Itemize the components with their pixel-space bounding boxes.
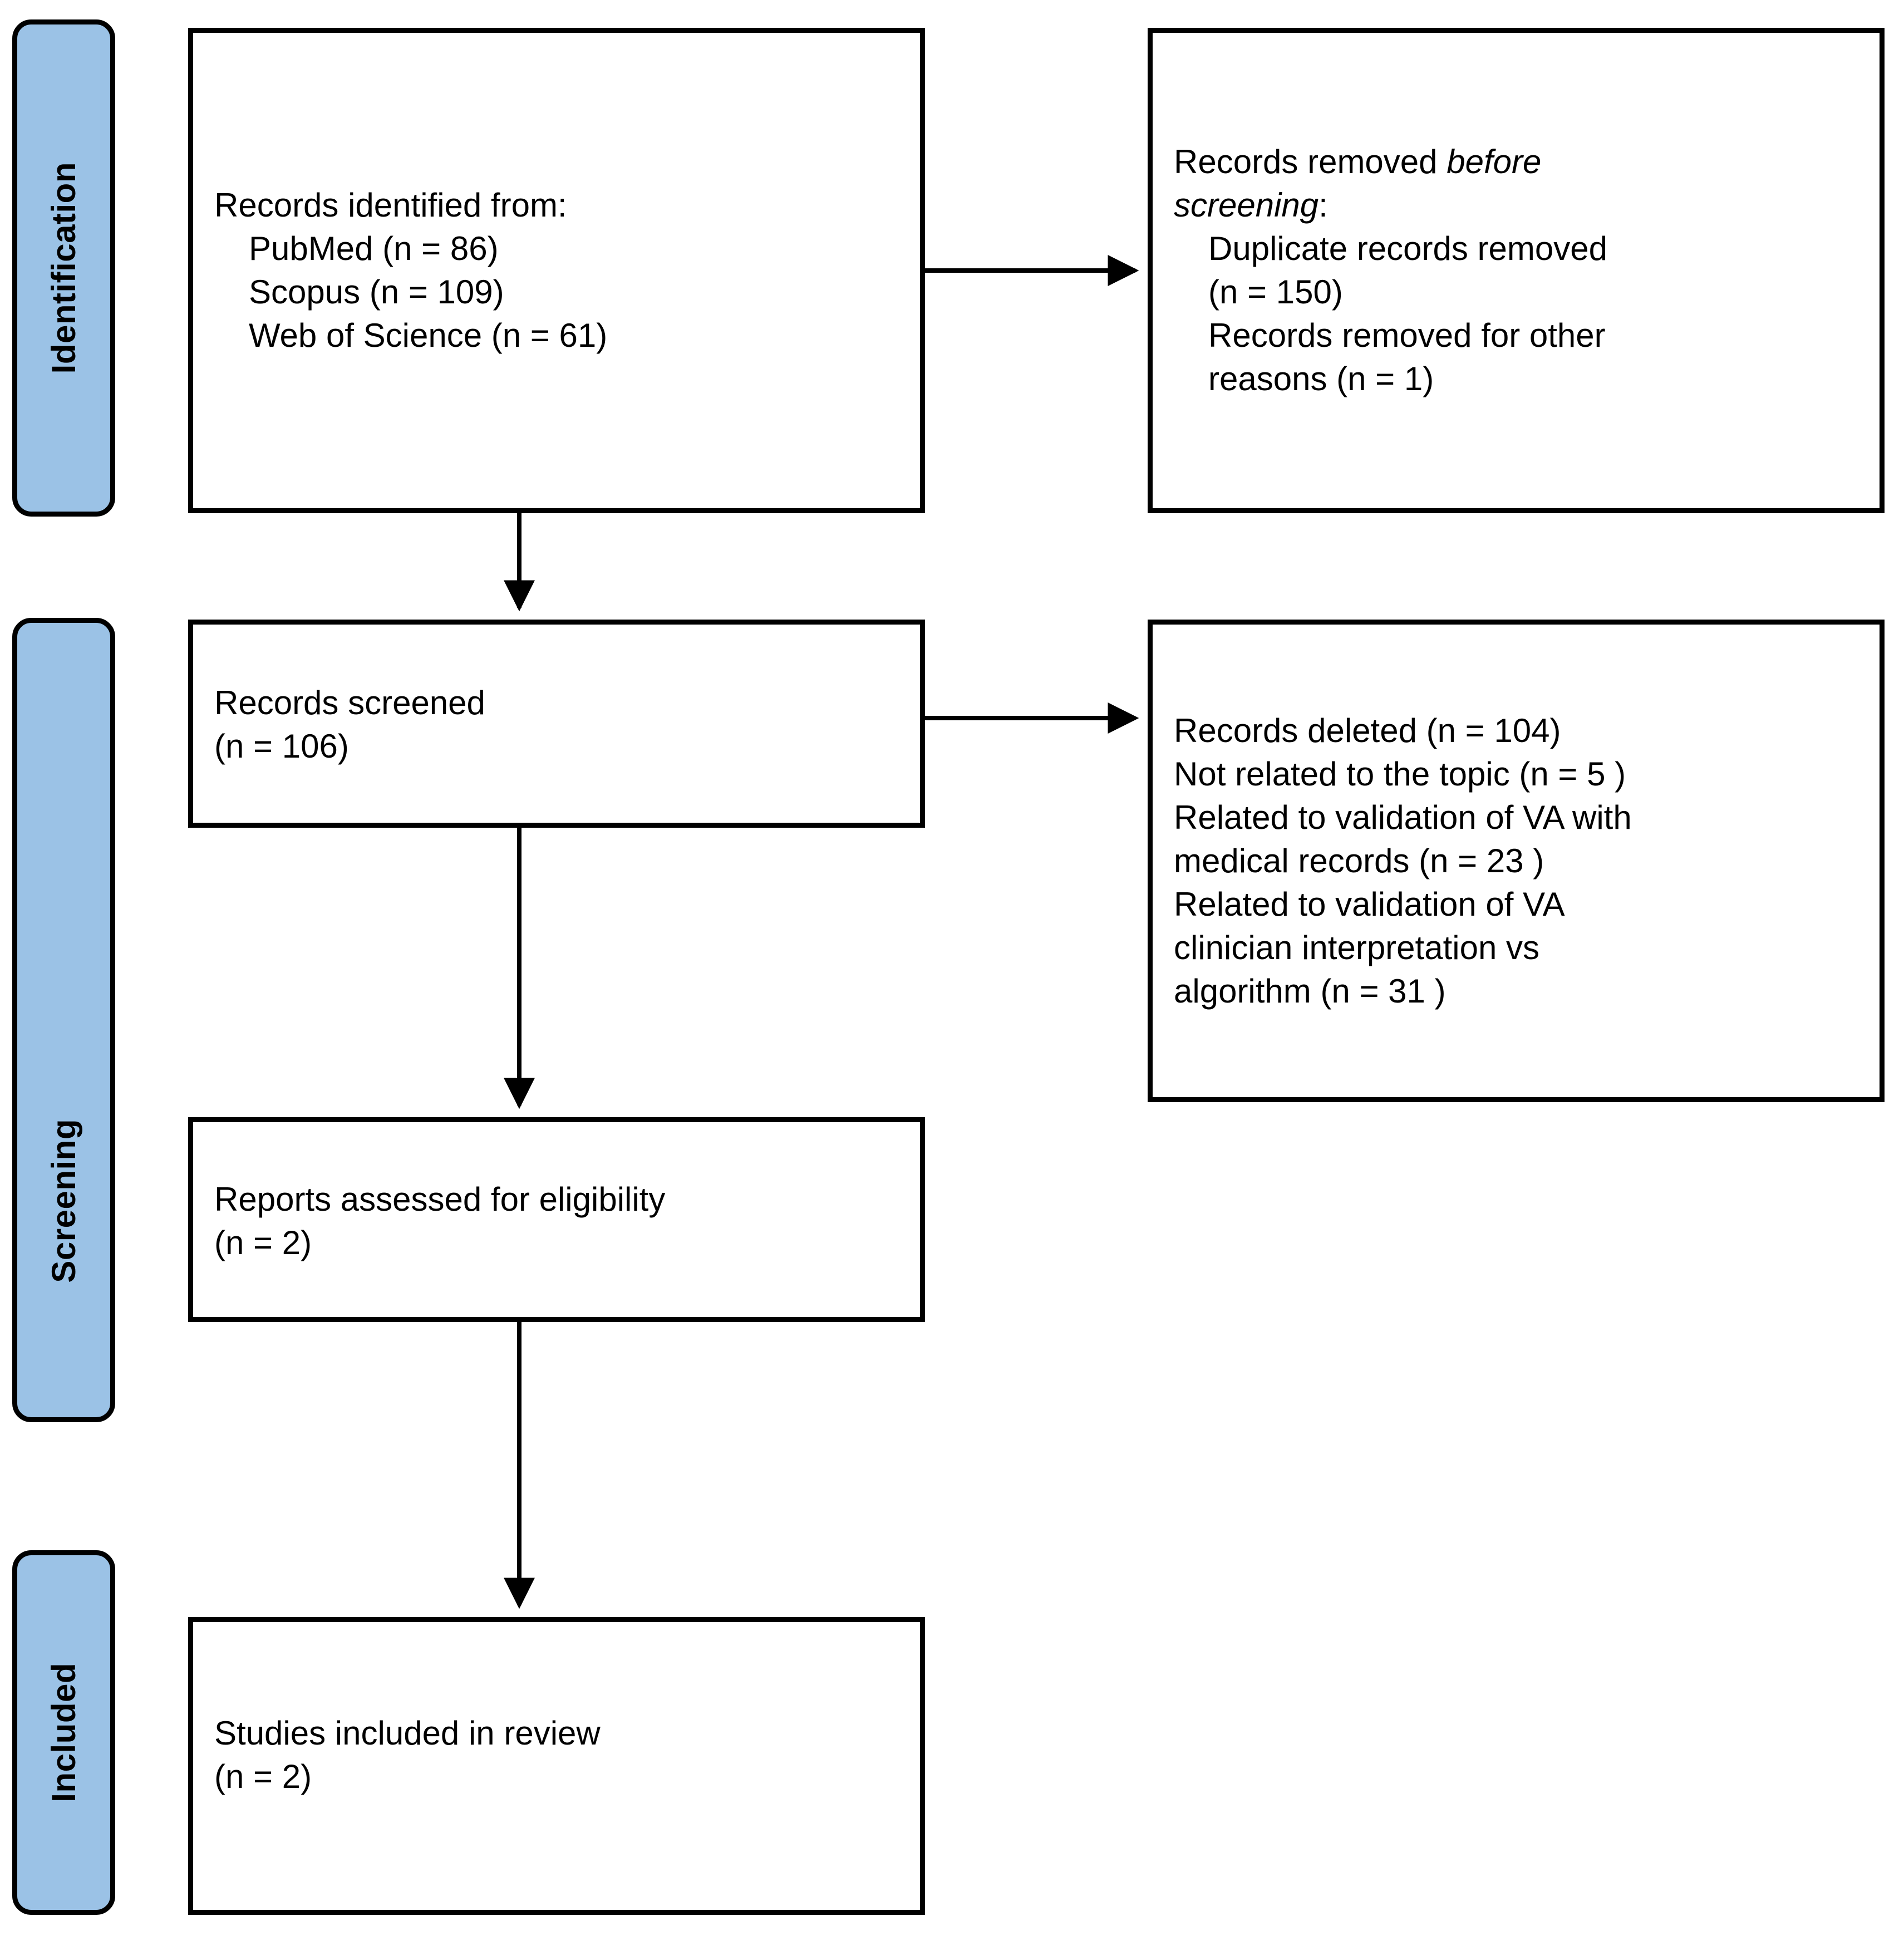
line-studies-included-label: Studies included in review (214, 1714, 601, 1752)
line-records-identified-header: Records identified from: (214, 186, 567, 224)
phase-label-identification: Identification (45, 162, 82, 374)
box-records-excluded-text: Records deleted (n = 104) Not related to… (1153, 709, 1880, 1013)
phase-bar-identification: Identification (12, 19, 115, 517)
line-studies-included-count: (n = 2) (214, 1757, 312, 1795)
box-records-identified-text: Records identified from: PubMed (n = 86)… (193, 184, 920, 357)
box-records-identified: Records identified from: PubMed (n = 86)… (188, 28, 925, 513)
line-reports-assessed-label: Reports assessed for eligibility (214, 1181, 666, 1218)
line-records-screened-count: (n = 106) (214, 728, 349, 765)
line-removed-header-2: screening: (1174, 184, 1858, 227)
line-removed-other-reasons-count: reasons (n = 1) (1208, 360, 1434, 397)
box-studies-included: Studies included in review (n = 2) (188, 1617, 925, 1915)
line-removed-other-reasons: Records removed for other (1208, 317, 1606, 354)
line-records-screened-label: Records screened (214, 684, 485, 721)
line-removed-header-1-lead: Records removed (1174, 143, 1447, 180)
box-records-screened-text: Records screened (n = 106) (193, 679, 920, 768)
phase-label-screening: Screening (45, 1119, 82, 1283)
line-validation-va-clinician-3: algorithm (n = 31 ) (1174, 972, 1446, 1010)
box-records-removed-before-screening: Records removed before screening: Duplic… (1148, 28, 1885, 513)
line-removed-header-2-colon: : (1318, 186, 1328, 224)
line-removed-header-1-italic: before (1447, 143, 1542, 180)
line-duplicate-records-count: (n = 150) (1208, 273, 1343, 311)
line-validation-va-medical-2: medical records (n = 23 ) (1174, 842, 1544, 879)
line-pubmed: PubMed (n = 86) (249, 230, 499, 267)
box-records-removed-text: Records removed before screening: Duplic… (1153, 140, 1880, 401)
line-not-related-topic: Not related to the topic (n = 5 ) (1174, 755, 1626, 793)
phase-bar-included: Included (12, 1550, 115, 1915)
line-records-deleted: Records deleted (n = 104) (1174, 711, 1561, 749)
line-removed-header-1: Records removed before (1174, 140, 1858, 184)
box-reports-assessed-text: Reports assessed for eligibility (n = 2) (193, 1175, 920, 1265)
line-validation-va-medical-1: Related to validation of VA with (1174, 798, 1632, 836)
line-duplicate-records-removed: Duplicate records removed (1208, 230, 1607, 267)
line-scopus: Scopus (n = 109) (249, 273, 504, 311)
phase-label-included: Included (45, 1663, 82, 1802)
box-studies-included-text: Studies included in review (n = 2) (193, 1712, 920, 1799)
line-web-of-science: Web of Science (n = 61) (249, 317, 608, 354)
line-validation-va-clinician-1: Related to validation of VA (1174, 885, 1565, 923)
line-reports-assessed-count: (n = 2) (214, 1224, 312, 1261)
box-records-excluded: Records deleted (n = 104) Not related to… (1148, 620, 1885, 1102)
box-reports-assessed: Reports assessed for eligibility (n = 2) (188, 1117, 925, 1322)
line-removed-header-2-italic: screening (1174, 186, 1319, 224)
box-records-screened: Records screened (n = 106) (188, 620, 925, 828)
phase-bar-screening: Screening (12, 618, 115, 1422)
line-validation-va-clinician-2: clinician interpretation vs (1174, 928, 1539, 966)
